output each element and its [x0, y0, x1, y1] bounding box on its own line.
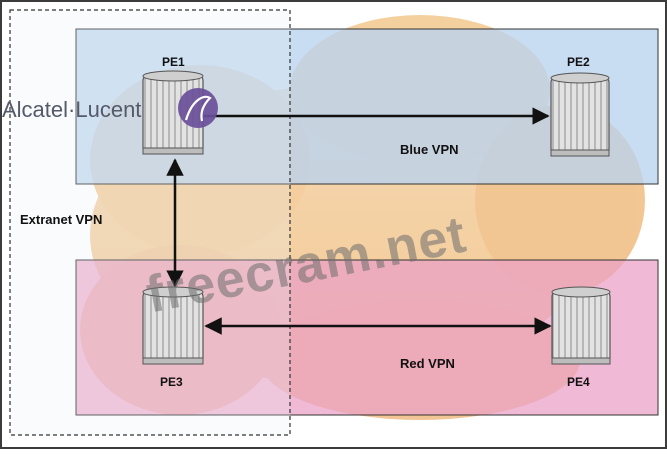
- router-pe2: [550, 72, 610, 157]
- label-pe3: PE3: [160, 375, 183, 389]
- extranet-vpn-label: Extranet VPN: [20, 212, 102, 227]
- logo-disc-icon: [178, 88, 218, 128]
- logo-brand-text: Alcatel·Lucent: [2, 97, 141, 122]
- router-pe3: [142, 286, 204, 365]
- blue-vpn-label: Blue VPN: [400, 142, 459, 157]
- router-pe4: [551, 286, 611, 365]
- logo-swoosh-icon: [184, 95, 212, 122]
- label-pe1: PE1: [162, 55, 185, 69]
- label-pe4: PE4: [567, 375, 590, 389]
- label-pe2: PE2: [567, 55, 590, 69]
- alcatel-lucent-logo: Alcatel·Lucent: [2, 88, 218, 128]
- red-vpn-label: Red VPN: [400, 356, 455, 371]
